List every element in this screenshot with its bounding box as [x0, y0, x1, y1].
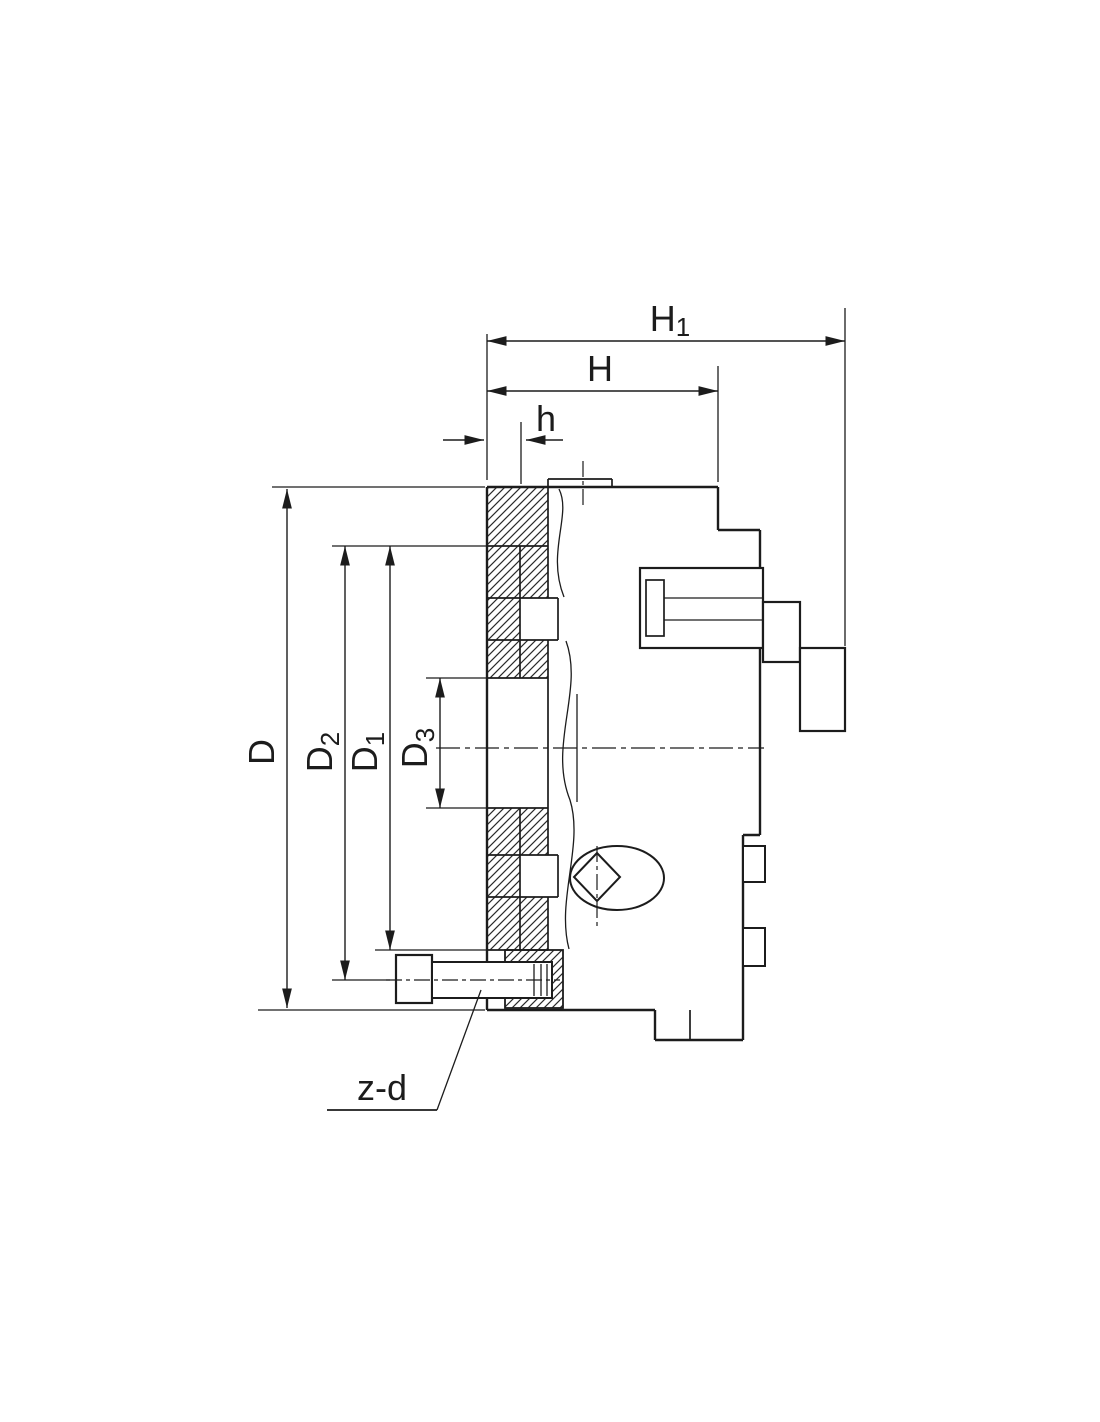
- rear-bosses: [742, 845, 766, 967]
- break-lines: [556, 488, 575, 950]
- jaw-outer-block: [798, 646, 847, 733]
- label-d2: D2: [299, 732, 345, 772]
- hatch-strip-3: [487, 640, 548, 678]
- label-z-d: z-d: [357, 1067, 407, 1108]
- rear-boss-lower: [742, 927, 766, 967]
- label-h1: H1: [650, 298, 690, 342]
- jaw-assembly: [638, 566, 847, 733]
- label-h-small: h: [536, 398, 556, 439]
- dimension-d: D: [241, 486, 485, 1011]
- dimension-d3: D3: [394, 677, 487, 809]
- jaw-tnut: [645, 579, 665, 637]
- label-d1: D1: [344, 732, 390, 772]
- hatch-strip-2: [487, 598, 520, 640]
- hatch-strip-6: [487, 897, 548, 950]
- z-d-leader-line: [436, 989, 482, 1111]
- dimension-h-small: h: [443, 398, 563, 484]
- label-d3: D3: [394, 728, 440, 768]
- hatch-strip-5: [487, 855, 520, 897]
- hatch-top-block: [487, 487, 548, 546]
- label-h: H: [587, 348, 613, 389]
- dimension-d1: D1: [344, 546, 487, 951]
- dimension-h: H: [487, 348, 719, 482]
- dimension-d2: D2: [299, 545, 487, 981]
- break-line-lower: [562, 640, 575, 950]
- jaw-mid-block: [761, 600, 802, 664]
- break-line-upper: [556, 488, 565, 598]
- rear-boss-upper: [742, 845, 766, 883]
- label-d: D: [241, 739, 282, 765]
- leader-z-d: z-d: [327, 989, 482, 1111]
- bolt-head: [394, 953, 434, 1005]
- hatch-strip-1: [487, 546, 548, 598]
- centerlines: [436, 461, 764, 749]
- internal-section-lines: [487, 487, 578, 951]
- mounting-bolt: [386, 953, 560, 1005]
- jaw-slide-block: [638, 566, 765, 650]
- pinion-detail: [569, 845, 665, 926]
- dimension-h1: H1: [486, 298, 846, 646]
- hatch-strip-4: [487, 808, 548, 855]
